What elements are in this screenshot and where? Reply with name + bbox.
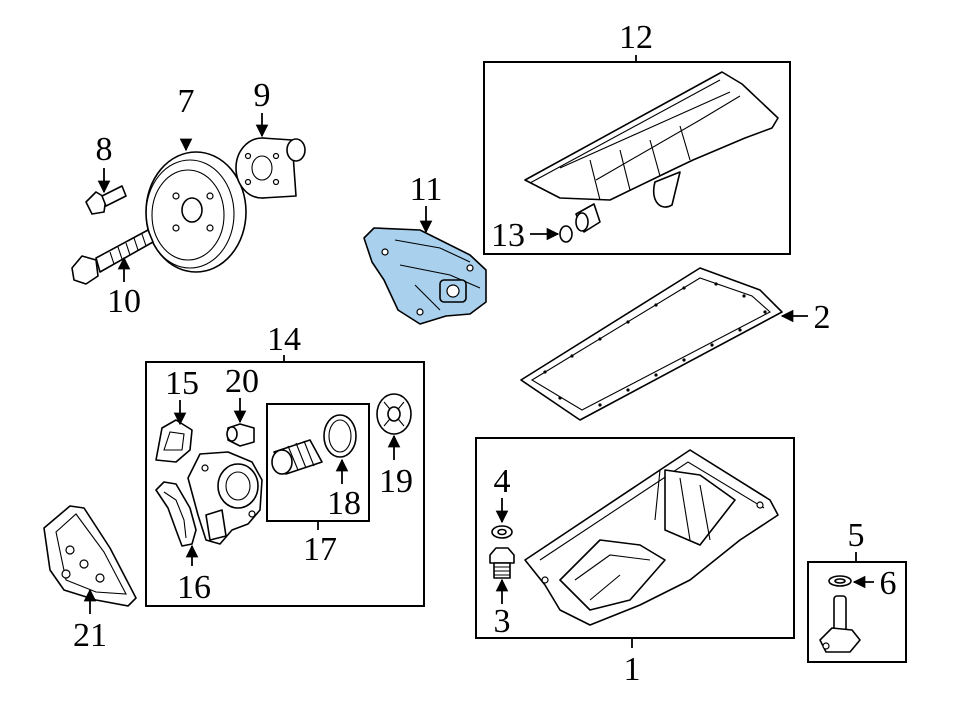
callout-19: 19 <box>379 463 413 500</box>
bolt-part-8 <box>85 185 127 215</box>
leader-lines <box>83 55 874 648</box>
callout-17: 17 <box>303 531 337 568</box>
drain-plug-part-3 <box>489 547 515 579</box>
oil-filter-element <box>271 439 323 475</box>
callout-13: 13 <box>491 217 525 254</box>
callout-7: 7 <box>178 83 195 120</box>
sensor-part-20 <box>226 423 255 447</box>
callout-4: 4 <box>494 463 511 500</box>
oil-baffle-part-12 <box>524 71 779 233</box>
crankshaft-pulley-part-7 <box>145 151 247 273</box>
callout-16: 16 <box>177 569 211 606</box>
oil-pan-gasket-part-2 <box>520 267 783 421</box>
seal-ring-part-6 <box>828 575 852 587</box>
group-box-5 <box>807 561 907 663</box>
oil-pump-part-11 <box>363 227 487 325</box>
callout-5: 5 <box>848 517 865 554</box>
group-box-1 <box>475 437 795 639</box>
bolt-part-10 <box>71 229 154 285</box>
callout-8: 8 <box>96 131 113 168</box>
pulley-hub-part-9 <box>235 137 306 199</box>
gasket-part-16 <box>155 481 197 547</box>
seal-part-18 <box>323 414 357 458</box>
oil-filter-housing-part-14 <box>187 451 263 545</box>
callout-12: 12 <box>619 19 653 56</box>
callout-20: 20 <box>225 363 259 400</box>
callout-labels: 1 2 3 4 5 6 7 8 9 10 11 12 13 14 15 16 1… <box>73 19 897 688</box>
callout-1: 1 <box>624 651 641 688</box>
callout-21: 21 <box>73 617 107 654</box>
group-box-14 <box>145 361 425 607</box>
oil-level-sensor-part-5 <box>819 595 861 653</box>
callout-3: 3 <box>494 603 511 640</box>
callout-15: 15 <box>165 365 199 402</box>
callout-18: 18 <box>327 485 361 522</box>
oil-pan-part-1 <box>524 449 779 626</box>
drain-washer-part-4 <box>491 525 513 539</box>
callout-14: 14 <box>267 321 301 358</box>
callout-2: 2 <box>814 299 831 336</box>
filter-cap-part-19 <box>376 393 412 435</box>
callout-9: 9 <box>254 77 271 114</box>
cover-part-15 <box>155 419 193 463</box>
callout-10: 10 <box>107 283 141 320</box>
callout-6: 6 <box>880 565 897 602</box>
callout-11: 11 <box>410 171 443 208</box>
cover-plate-part-21 <box>43 505 137 607</box>
group-box-12 <box>483 61 791 255</box>
o-ring-part-13 <box>559 225 573 243</box>
